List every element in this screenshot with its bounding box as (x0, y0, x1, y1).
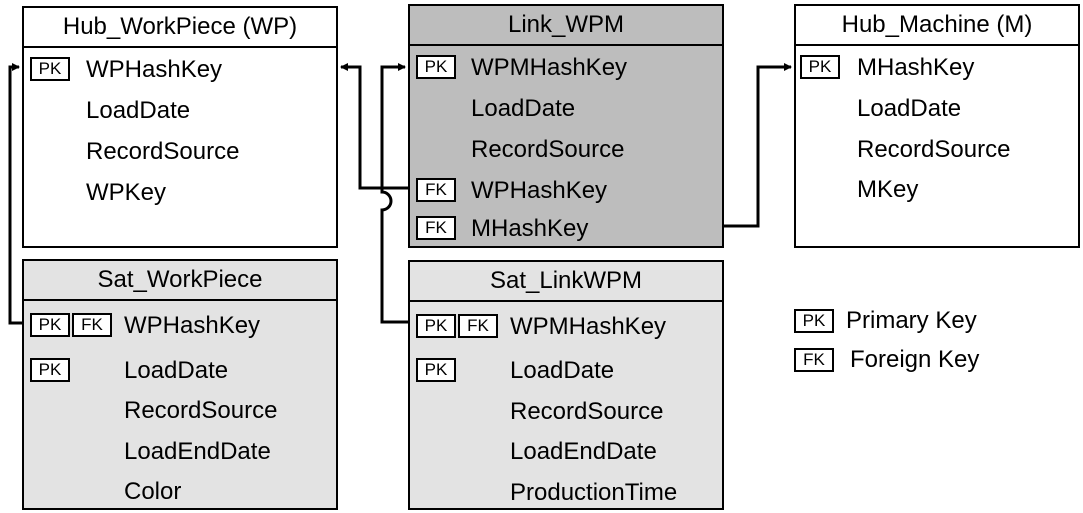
pk-badge: PK (416, 314, 456, 338)
field-name: MHashKey (857, 54, 975, 81)
field-name: Color (124, 478, 182, 505)
hub-machine-row-mkey: MKey (796, 173, 1078, 205)
field-name: MKey (857, 176, 919, 203)
pk-badge: PK (416, 55, 456, 79)
link-wpm-row-mhashkey: FK MHashKey (410, 212, 722, 244)
hub-workpiece-row-wphashkey: PK WPHashKey (24, 53, 336, 85)
field-name: WPMHashKey (471, 54, 628, 81)
link-wpm-title: Link_WPM (410, 6, 722, 46)
hub-machine-table: Hub_Machine (M) PK MHashKey LoadDate Rec… (794, 4, 1080, 248)
sat-linkwpm-row-wpmhashkey: PK FK WPMHashKey (410, 310, 722, 342)
fk-badge: FK (458, 314, 498, 338)
hub-workpiece-row-loaddate: LoadDate (24, 94, 336, 126)
link-wpm-row-recordsource: RecordSource (410, 133, 722, 165)
field-name: LoadDate (510, 357, 615, 384)
sat-linkwpm-table: Sat_LinkWPM PK FK WPMHashKey PK LoadDate… (408, 260, 724, 510)
field-name: LoadEndDate (510, 438, 657, 465)
link-wpm-row-loaddate: LoadDate (410, 92, 722, 124)
connector-link-mhashkey-to-hub-machine (724, 63, 792, 228)
sat-workpiece-row-color: Color (24, 475, 336, 507)
field-name: MHashKey (471, 215, 589, 242)
field-name: WPHashKey (86, 56, 223, 83)
pk-badge: PK (800, 55, 840, 79)
sat-linkwpm-row-productiontime: ProductionTime (410, 476, 722, 508)
field-name: LoadDate (86, 97, 191, 124)
hub-machine-title: Hub_Machine (M) (796, 6, 1078, 46)
sat-linkwpm-title: Sat_LinkWPM (410, 262, 722, 302)
hub-machine-row-loaddate: LoadDate (796, 92, 1078, 124)
sat-workpiece-table: Sat_WorkPiece PK FK WPHashKey PK LoadDat… (22, 259, 338, 510)
field-name: WPMHashKey (510, 313, 667, 340)
field-name: RecordSource (471, 136, 625, 163)
hub-machine-row-recordsource: RecordSource (796, 133, 1078, 165)
sat-linkwpm-row-loadenddate: LoadEndDate (410, 435, 722, 467)
legend-foreign-key: FK Foreign Key (794, 344, 979, 376)
sat-workpiece-row-wphashkey: PK FK WPHashKey (24, 309, 336, 341)
sat-workpiece-row-recordsource: RecordSource (24, 394, 336, 426)
legend-primary-key: PK Primary Key (794, 305, 977, 337)
hub-workpiece-title: Hub_WorkPiece (WP) (24, 8, 336, 48)
sat-workpiece-row-loaddate: PK LoadDate (24, 354, 336, 386)
field-name: WPKey (86, 179, 167, 206)
fk-badge: FK (416, 178, 456, 202)
pk-badge: PK (30, 313, 70, 337)
hub-workpiece-table: Hub_WorkPiece (WP) PK WPHashKey LoadDate… (22, 6, 338, 248)
sat-linkwpm-row-loaddate: PK LoadDate (410, 354, 722, 386)
fk-badge: FK (72, 313, 112, 337)
field-name: RecordSource (86, 138, 240, 165)
fk-badge: FK (794, 348, 834, 372)
pk-badge: PK (30, 358, 70, 382)
field-name: WPHashKey (124, 312, 261, 339)
field-name: WPHashKey (471, 177, 608, 204)
field-name: LoadDate (471, 95, 576, 122)
sat-workpiece-row-loadenddate: LoadEndDate (24, 435, 336, 467)
connector-link-wphashkey-to-hub-workpiece (340, 63, 410, 190)
sat-linkwpm-row-recordsource: RecordSource (410, 395, 722, 427)
hub-machine-row-mhashkey: PK MHashKey (796, 51, 1078, 83)
link-wpm-table: Link_WPM PK WPMHashKey LoadDate RecordSo… (408, 4, 724, 248)
fk-badge: FK (416, 216, 456, 240)
link-wpm-row-wphashkey: FK WPHashKey (410, 174, 722, 206)
field-name: LoadDate (124, 357, 229, 384)
hub-workpiece-row-wpkey: WPKey (24, 176, 336, 208)
pk-badge: PK (794, 309, 834, 333)
legend-primary-key-label: Primary Key (846, 307, 977, 334)
connector-sat-linkwpm-to-link-wpm (380, 63, 410, 324)
field-name: LoadDate (857, 95, 962, 122)
field-name: RecordSource (124, 397, 278, 424)
field-name: RecordSource (510, 398, 664, 425)
field-name: RecordSource (857, 136, 1011, 163)
legend-foreign-key-label: Foreign Key (850, 346, 980, 373)
pk-badge: PK (416, 358, 456, 382)
field-name: ProductionTime (510, 479, 678, 506)
hub-workpiece-row-recordsource: RecordSource (24, 135, 336, 167)
link-wpm-row-wpmhashkey: PK WPMHashKey (410, 51, 722, 83)
sat-workpiece-title: Sat_WorkPiece (24, 261, 336, 301)
pk-badge: PK (30, 57, 70, 81)
field-name: LoadEndDate (124, 438, 271, 465)
